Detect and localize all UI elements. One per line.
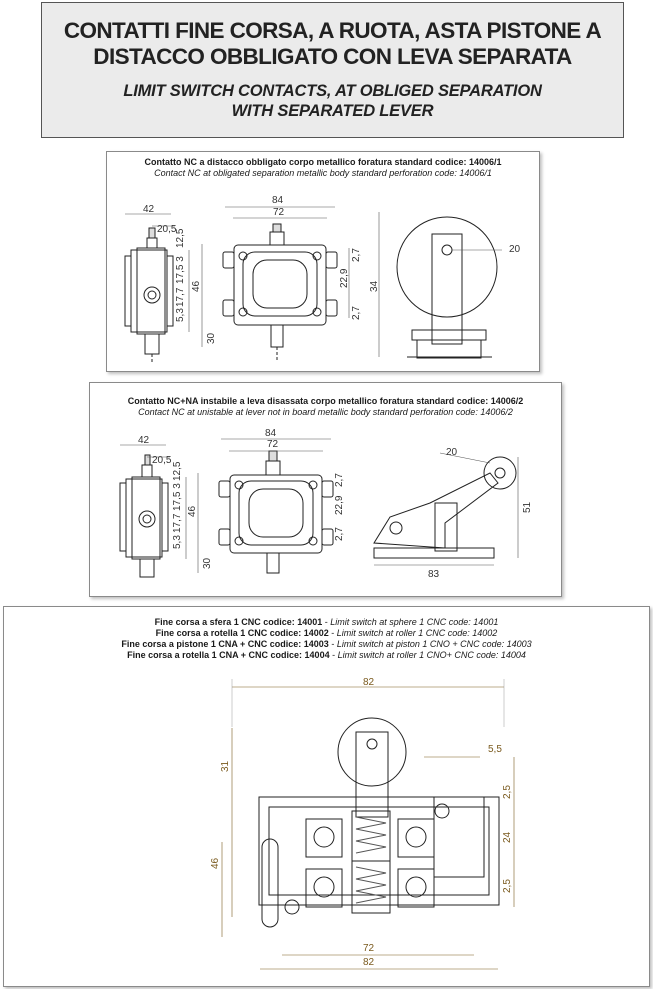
dim-17-7: 17,7	[172, 513, 183, 533]
dim-2-7-top: 2,7	[351, 248, 362, 262]
dim-5-3: 5,3	[175, 308, 186, 322]
caption-italian: Contatto NC a distacco obbligato corpo m…	[144, 157, 502, 167]
title-english-line1: LIMIT SWITCH CONTACTS, AT OBLIGED SEPARA…	[123, 82, 542, 100]
caption-english: Contact NC at obligated separation metal…	[154, 168, 492, 178]
dim-46: 46	[210, 857, 221, 869]
title-banner: CONTATTI FINE CORSA, A RUOTA, ASTA PISTO…	[41, 2, 624, 138]
caption-italian: Contatto NC+NA instabile a leva disassat…	[127, 396, 524, 406]
dim-24: 24	[502, 831, 513, 843]
dim-42: 42	[138, 435, 150, 446]
caption-14006-2: Contatto NC+NA instabile a leva disassat…	[90, 396, 561, 418]
row-italian: Fine corsa a pistone 1 CNA + CNC codice:…	[121, 639, 329, 649]
dim-42: 42	[143, 204, 155, 215]
dim-30: 30	[206, 332, 217, 344]
row-italian: Fine corsa a rotella 1 CNA + CNC codice:…	[127, 650, 330, 660]
dim-84: 84	[265, 428, 277, 439]
drawing-panel-14006-2: Contatto NC+NA instabile a leva disassat…	[89, 382, 562, 597]
dim-72: 72	[267, 439, 279, 450]
dim-31: 31	[220, 760, 231, 772]
dim-5-5: 5,5	[488, 744, 502, 755]
caption-14006-1: Contatto NC a distacco obbligato corpo m…	[107, 157, 539, 179]
dim-84: 84	[272, 195, 284, 206]
title-english: LIMIT SWITCH CONTACTS, AT OBLIGED SEPARA…	[42, 81, 623, 121]
title-italian-line1: CONTATTI FINE CORSA, A RUOTA, ASTA PISTO…	[63, 18, 602, 43]
drawing-panel-14006-1: Contatto NC a distacco obbligato corpo m…	[106, 151, 540, 372]
drawing-panel-14001-14004: Fine corsa a sfera 1 CNC codice: 14001 -…	[3, 606, 650, 987]
dim-72: 72	[363, 943, 375, 954]
title-english-line2: WITH SEPARATED LEVER	[231, 102, 434, 120]
dim-46: 46	[187, 505, 198, 517]
dim-2-7-top: 2,7	[334, 473, 345, 487]
dim-20: 20	[509, 244, 521, 255]
technical-drawing-14006-2: 42 20,5 84 72 12,5 17,5 3 17,7 46 5,3 30…	[119, 428, 533, 580]
dim-34: 34	[369, 280, 380, 292]
row-italian: Fine corsa a rotella 1 CNC codice: 14002	[155, 628, 329, 638]
dim-2-7-bottom: 2,7	[351, 306, 362, 320]
dim-2-5-bottom: 2,5	[502, 879, 513, 893]
title-italian: CONTATTI FINE CORSA, A RUOTA, ASTA PISTO…	[42, 18, 623, 70]
dim-22-9: 22,9	[339, 268, 350, 288]
dim-12-5: 12,5	[172, 461, 183, 481]
dim-2-7-bottom: 2,7	[334, 527, 345, 541]
list-item: Fine corsa a sfera 1 CNC codice: 14001 -…	[154, 617, 499, 627]
title-italian-line2: DISTACCO OBBLIGATO CON LEVA SEPARATA	[93, 44, 572, 69]
dim-82-top: 82	[363, 677, 375, 688]
dim-72: 72	[273, 207, 285, 218]
list-item: Fine corsa a rotella 1 CNA + CNC codice:…	[127, 650, 526, 660]
dim-5-3: 5,3	[172, 535, 183, 549]
dim-17-7: 17,7	[175, 287, 186, 307]
technical-drawing-14001-14004: 82 31 5,5 2,5 24 46 2,5 72 82	[210, 677, 515, 970]
caption-english: Contact NC at unistable at lever not in …	[138, 407, 513, 417]
dim-82-bottom: 82	[363, 957, 375, 968]
dim-46: 46	[191, 280, 202, 292]
row-english: Limit switch at piston 1 CNO + CNC code:…	[336, 639, 532, 649]
dim-20: 20	[446, 447, 458, 458]
row-italian: Fine corsa a sfera 1 CNC codice: 14001	[154, 617, 323, 627]
dim-30: 30	[202, 557, 213, 569]
row-english: Limit switch at roller 1 CNC code: 14002	[336, 628, 498, 638]
dim-12-5: 12,5	[175, 228, 186, 248]
dim-83: 83	[428, 569, 440, 580]
dim-20-5: 20,5	[157, 224, 177, 235]
list-item: Fine corsa a rotella 1 CNC codice: 14002…	[155, 628, 498, 638]
product-code-list: Fine corsa a sfera 1 CNC codice: 14001 -…	[4, 617, 649, 661]
dim-20-5: 20,5	[152, 455, 172, 466]
dim-2-5-top: 2,5	[502, 785, 513, 799]
row-english: Limit switch at roller 1 CNO+ CNC code: …	[337, 650, 526, 660]
row-english: Limit switch at sphere 1 CNC code: 14001	[330, 617, 499, 627]
dim-51: 51	[522, 501, 533, 513]
dim-17-5: 17,5 3	[175, 256, 186, 284]
dim-17-5: 17,5 3	[172, 483, 183, 511]
technical-drawing-14006-1: 42 20,5 84 72 12,5 17,5 3 17,7 46 5,3 30…	[124, 195, 521, 364]
list-item: Fine corsa a pistone 1 CNA + CNC codice:…	[121, 639, 532, 649]
dim-22-9: 22,9	[334, 495, 345, 515]
